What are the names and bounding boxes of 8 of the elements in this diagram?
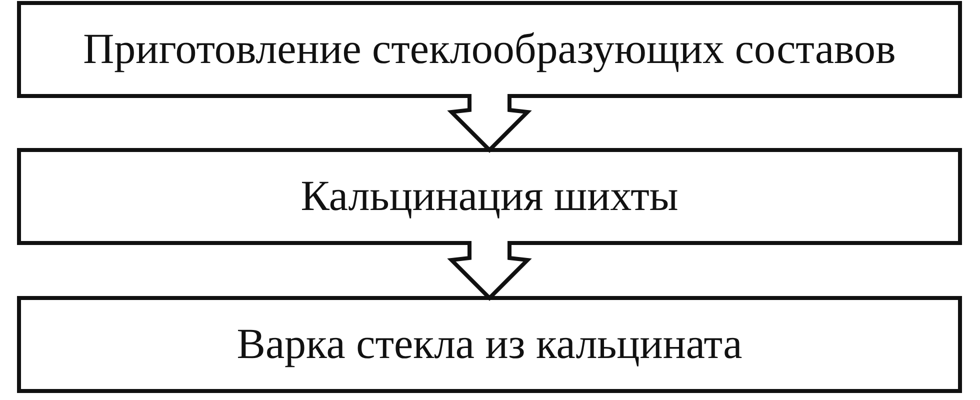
step-text: Приготовление стеклообразующих составов (83, 26, 896, 74)
process-box (17, 148, 962, 245)
step-text: Кальцинация шихты (300, 172, 678, 220)
step-text: Варка стекла из кальцината (236, 320, 742, 368)
block-arrow (447, 92, 532, 153)
process-box (17, 1, 962, 98)
process-box (17, 296, 962, 393)
block-arrow (447, 239, 532, 301)
